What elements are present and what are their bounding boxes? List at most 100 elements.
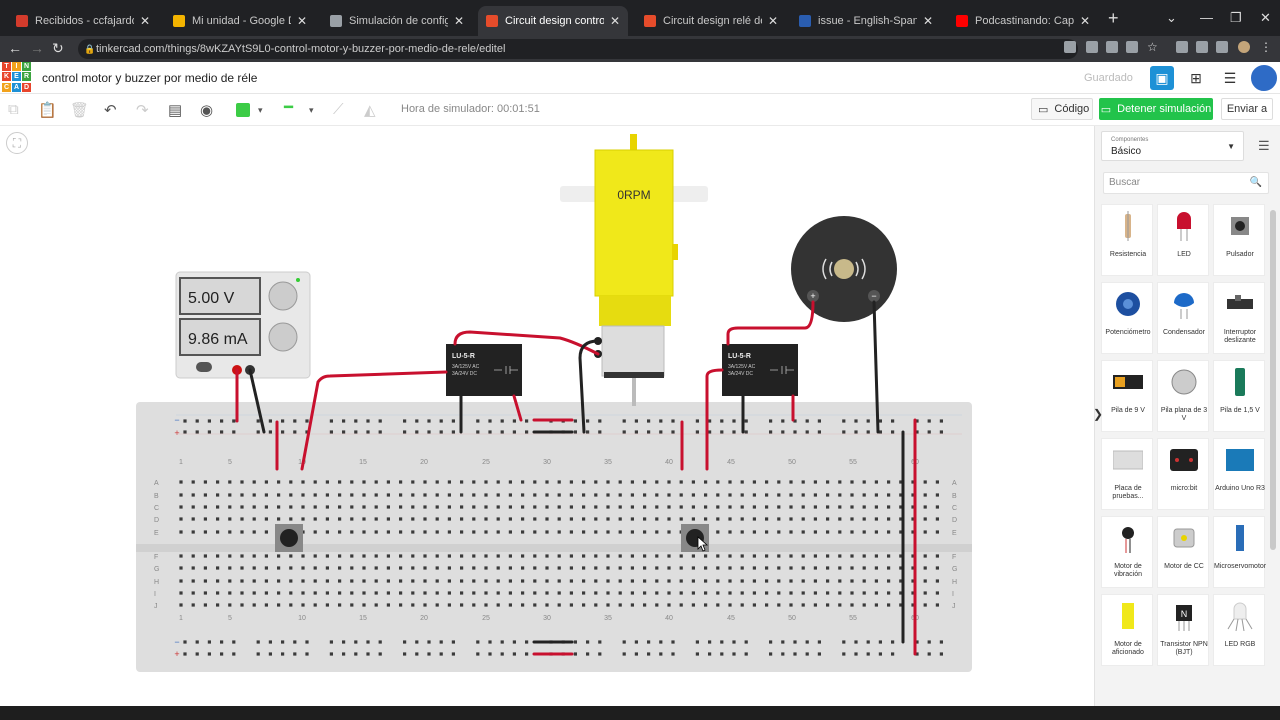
breadboard-hole[interactable] — [195, 640, 199, 644]
breadboard-hole[interactable] — [451, 430, 455, 434]
sidepanel-icon[interactable] — [1216, 41, 1228, 53]
breadboard-hole[interactable] — [460, 579, 464, 583]
breadboard-hole[interactable] — [765, 480, 769, 484]
breadboard-hole[interactable] — [313, 566, 317, 570]
breadboard-hole[interactable] — [403, 652, 407, 656]
breadboard-hole[interactable] — [386, 530, 390, 534]
breadboard-hole[interactable] — [704, 603, 708, 607]
breadboard-hole[interactable] — [582, 566, 586, 570]
breadboard-hole[interactable] — [191, 554, 195, 558]
component-tile[interactable]: LED RGB — [1213, 594, 1265, 666]
breadboard-hole[interactable] — [899, 603, 903, 607]
breadboard-hole[interactable] — [203, 603, 207, 607]
breadboard-hole[interactable] — [203, 493, 207, 497]
close-window-icon[interactable]: ✕ — [1260, 10, 1271, 25]
breadboard-hole[interactable] — [240, 603, 244, 607]
breadboard-hole[interactable] — [447, 591, 451, 595]
breadboard-hole[interactable] — [838, 530, 842, 534]
breadboard-hole[interactable] — [850, 480, 854, 484]
breadboard-hole[interactable] — [240, 591, 244, 595]
breadboard-hole[interactable] — [179, 579, 183, 583]
redo-icon[interactable]: ↷ — [136, 102, 149, 119]
breadboard-hole[interactable] — [521, 566, 525, 570]
breadboard-hole[interactable] — [179, 480, 183, 484]
breadboard-hole[interactable] — [508, 591, 512, 595]
breadboard-hole[interactable] — [630, 554, 634, 558]
breadboard-hole[interactable] — [460, 480, 464, 484]
breadboard-hole[interactable] — [411, 493, 415, 497]
breadboard-hole[interactable] — [179, 530, 183, 534]
breadboard-hole[interactable] — [484, 579, 488, 583]
breadboard-hole[interactable] — [740, 566, 744, 570]
breadboard-hole[interactable] — [838, 603, 842, 607]
breadboard-hole[interactable] — [899, 505, 903, 509]
component-category-select[interactable]: Componentes Básico ▼ — [1101, 131, 1244, 161]
breadboard-hole[interactable] — [191, 603, 195, 607]
component-tile[interactable]: Motor de CC — [1157, 516, 1209, 588]
breadboard-hole[interactable] — [557, 579, 561, 583]
breadboard-hole[interactable] — [935, 493, 939, 497]
breadboard-hole[interactable] — [350, 591, 354, 595]
breadboard-hole[interactable] — [293, 419, 297, 423]
breadboard-hole[interactable] — [329, 640, 333, 644]
breadboard-hole[interactable] — [789, 579, 793, 583]
breadboard-hole[interactable] — [813, 591, 817, 595]
breadboard-hole[interactable] — [508, 480, 512, 484]
breadboard-hole[interactable] — [887, 505, 891, 509]
breadboard-hole[interactable] — [720, 419, 724, 423]
breadboard-hole[interactable] — [606, 603, 610, 607]
breadboard-hole[interactable] — [923, 493, 927, 497]
breadboard-hole[interactable] — [667, 505, 671, 509]
breadboard-hole[interactable] — [899, 530, 903, 534]
breadboard-hole[interactable] — [488, 640, 492, 644]
breadboard-hole[interactable] — [704, 493, 708, 497]
breadboard-hole[interactable] — [281, 652, 285, 656]
breadboard-hole[interactable] — [891, 430, 895, 434]
breadboard-hole[interactable] — [354, 652, 358, 656]
breadboard-hole[interactable] — [826, 579, 830, 583]
breadboard-hole[interactable] — [874, 493, 878, 497]
wire-color-swatch[interactable] — [236, 103, 250, 117]
breadboard-hole[interactable] — [899, 591, 903, 595]
breadboard-hole[interactable] — [252, 603, 256, 607]
breadboard-hole[interactable] — [484, 530, 488, 534]
breadboard-hole[interactable] — [643, 530, 647, 534]
breadboard-hole[interactable] — [728, 493, 732, 497]
breadboard-hole[interactable] — [411, 530, 415, 534]
breadboard-hole[interactable] — [899, 480, 903, 484]
breadboard-hole[interactable] — [569, 480, 573, 484]
breadboard-hole[interactable] — [765, 505, 769, 509]
breadboard-hole[interactable] — [521, 517, 525, 521]
breadboard-hole[interactable] — [777, 493, 781, 497]
breadboard-hole[interactable] — [813, 554, 817, 558]
breadboard-hole[interactable] — [801, 517, 805, 521]
breadboard-hole[interactable] — [813, 493, 817, 497]
breadboard-hole[interactable] — [252, 566, 256, 570]
breadboard-hole[interactable] — [606, 579, 610, 583]
breadboard-hole[interactable] — [789, 517, 793, 521]
breadboard-hole[interactable] — [472, 566, 476, 570]
breadboard-hole[interactable] — [935, 603, 939, 607]
breadboard-hole[interactable] — [752, 554, 756, 558]
breadboard-hole[interactable] — [277, 517, 281, 521]
breadboard-hole[interactable] — [899, 579, 903, 583]
code-button[interactable]: ▭Código — [1031, 98, 1093, 120]
relay-1[interactable] — [446, 344, 522, 396]
breadboard-hole[interactable] — [740, 554, 744, 558]
breadboard-hole[interactable] — [301, 493, 305, 497]
breadboard-hole[interactable] — [935, 579, 939, 583]
breadboard-hole[interactable] — [423, 517, 427, 521]
breadboard-hole[interactable] — [679, 566, 683, 570]
new-tab-icon[interactable]: + — [1108, 8, 1119, 28]
breadboard-hole[interactable] — [874, 591, 878, 595]
copy-icon[interactable]: ⧉ — [8, 101, 19, 118]
breadboard-hole[interactable] — [435, 591, 439, 595]
breadboard-hole[interactable] — [427, 640, 431, 644]
breadboard-hole[interactable] — [460, 517, 464, 521]
breadboard-hole[interactable] — [582, 591, 586, 595]
breadboard-hole[interactable] — [313, 591, 317, 595]
undo-icon[interactable]: ↶ — [104, 102, 117, 119]
breadboard-hole[interactable] — [240, 517, 244, 521]
breadboard-hole[interactable] — [313, 517, 317, 521]
component-tile[interactable]: Microservomotor — [1213, 516, 1266, 588]
